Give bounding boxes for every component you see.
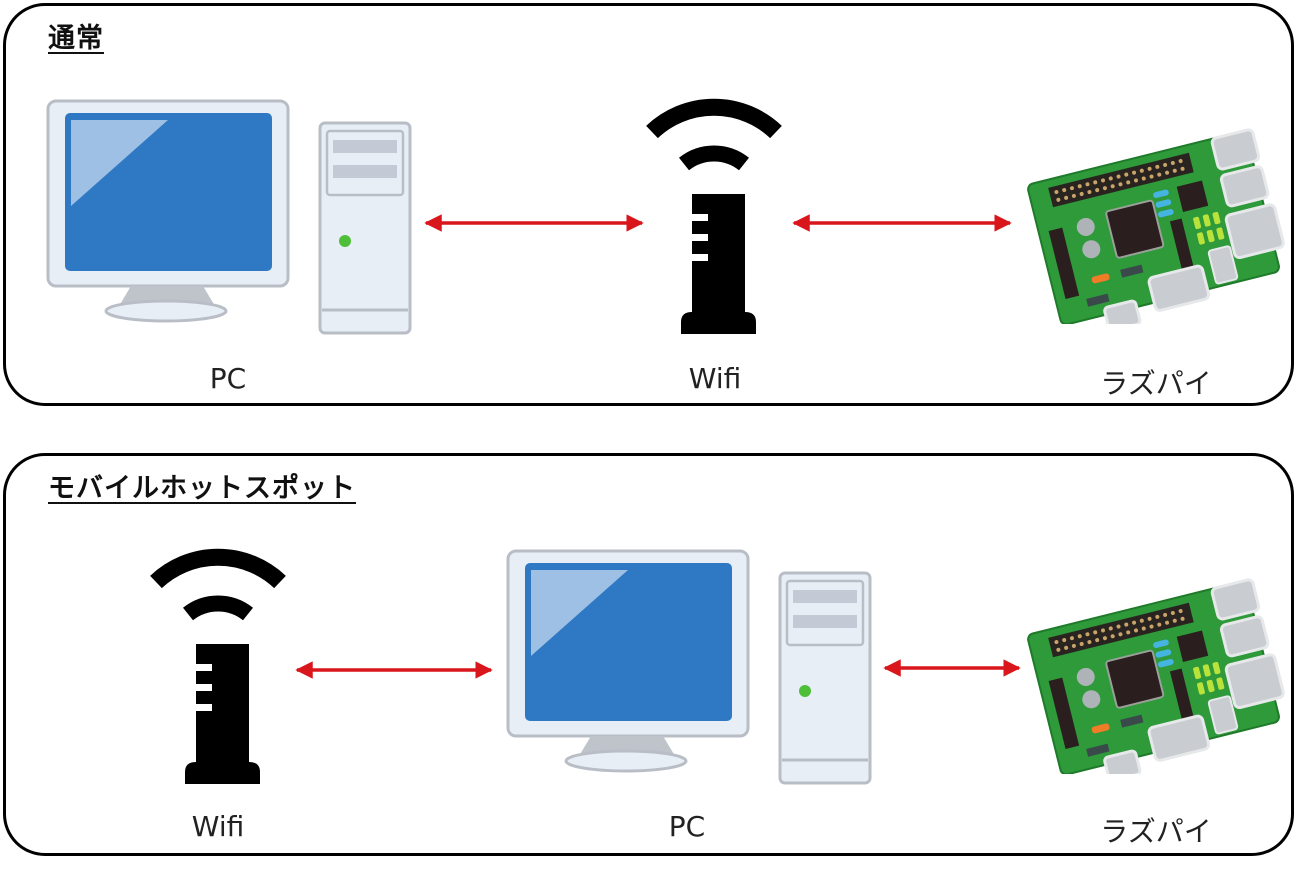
wifi-router-icon: [148, 544, 288, 794]
wifi-router-icon: [644, 94, 784, 344]
device-label-wifi: Wifi: [688, 362, 742, 395]
device-label-pc: PC: [668, 810, 706, 843]
connection-arrow-wifi-pc: [295, 661, 493, 679]
device-label-raspi: ラズパイ: [1100, 815, 1212, 848]
raspberry-pi-board-icon: [1024, 114, 1294, 324]
raspberry-pi-board-icon: [1024, 564, 1294, 774]
desktop-pc-icon: [43, 98, 413, 338]
panel-mobile-hotspot: モバイルホットスポット Wifi PC ラズパイ: [3, 453, 1294, 856]
panel-normal-connection: 通常 PC Wifi ラズパイ: [3, 3, 1294, 406]
panel-title: 通常: [48, 23, 104, 54]
connection-arrow-pc-raspi: [883, 659, 1021, 677]
device-label-raspi: ラズパイ: [1100, 367, 1212, 400]
desktop-pc-icon: [503, 548, 873, 788]
device-label-pc: PC: [209, 362, 247, 395]
connection-arrow-wifi-raspi: [792, 214, 1012, 232]
connection-arrow-pc-wifi: [424, 214, 644, 232]
panel-title: モバイルホットスポット: [48, 473, 356, 504]
device-label-wifi: Wifi: [191, 810, 245, 843]
